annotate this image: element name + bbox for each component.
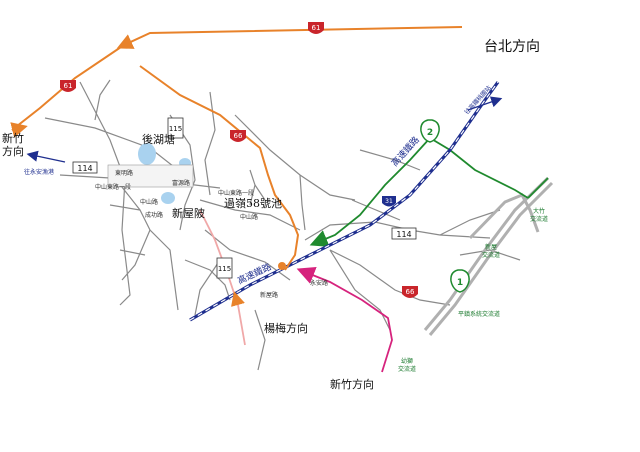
label-xinwupo: 新屋陂: [172, 207, 205, 220]
label-hsinchu-bottom: 新竹方向: [330, 378, 374, 391]
road-name-a: 中山東路一段: [95, 184, 132, 191]
label-interchange-dazhu: 大竹 交流道: [530, 208, 549, 223]
label-pond58: 過嶺58號池: [224, 197, 282, 210]
label-to-yongan: 往永安漁港: [24, 169, 55, 176]
svg-text:1: 1: [457, 278, 463, 288]
road-name-c: 東明路: [115, 170, 134, 177]
shield-61-left: 61: [60, 80, 76, 92]
svg-text:61: 61: [64, 82, 73, 90]
shield-31: 31: [382, 196, 396, 207]
road-name-b: 中山路: [140, 199, 159, 206]
orange-route: [10, 26, 463, 271]
label-interchange-youshi: 幼獅 交流道: [398, 358, 417, 373]
label-interchange-xinwu: 新屋 交流道: [482, 244, 501, 259]
label-houhu: 後湖塘: [142, 133, 175, 146]
shield-114-left: 114: [72, 161, 98, 174]
shield-61-top: 61: [308, 22, 324, 34]
ponds: [138, 143, 191, 204]
shield-66-lower: 66: [402, 286, 418, 298]
svg-text:114: 114: [77, 164, 92, 173]
label-hsinchu-left: 新竹 方向: [2, 132, 24, 158]
direction-arrows: [26, 96, 503, 163]
shield-freeway-1: 1: [450, 269, 470, 293]
road-name-i: 新屋路: [260, 292, 279, 299]
label-yangmei: 楊梅方向: [264, 322, 308, 335]
town-block: [107, 164, 194, 188]
freeway-2-route: [309, 137, 549, 247]
shield-66-upper: 66: [230, 130, 246, 142]
road-name-e: 成功路: [145, 212, 164, 219]
svg-text:61: 61: [312, 24, 321, 32]
svg-text:2: 2: [427, 128, 433, 138]
shield-114-right: 114: [391, 227, 417, 240]
svg-text:115: 115: [169, 125, 182, 133]
svg-text:66: 66: [234, 132, 243, 140]
svg-text:31: 31: [385, 198, 393, 205]
road-name-f: 中山路: [240, 214, 259, 221]
svg-text:115: 115: [218, 265, 231, 273]
road-name-d: 中山東路一段: [218, 190, 255, 197]
magenta-route: [296, 266, 393, 373]
label-taipei-direction: 台北方向: [484, 39, 540, 55]
shield-freeway-2: 2: [420, 119, 440, 143]
shield-115-lower: 115: [216, 257, 233, 279]
road-name-g: 富源路: [172, 180, 191, 187]
label-interchange-pingzhen: 平鎮系統交流道: [458, 311, 501, 318]
svg-text:114: 114: [396, 230, 411, 239]
road-name-h: 永安路: [310, 280, 329, 287]
high-speed-rail: [189, 81, 500, 322]
shield-115-upper: 115: [167, 117, 184, 139]
junction-point: [278, 262, 286, 270]
svg-text:66: 66: [406, 288, 415, 296]
